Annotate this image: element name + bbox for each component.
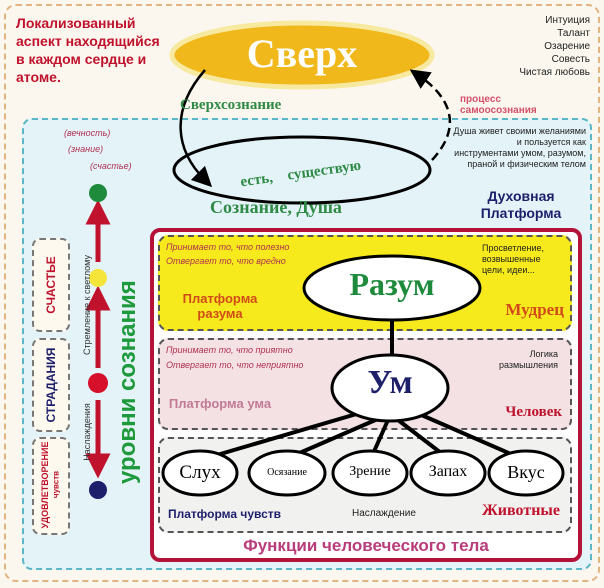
mind-sense-link (199, 408, 371, 462)
soul-note: Душа живет своими желаниями и пользуется… (453, 126, 586, 169)
quality: Озарение (544, 41, 590, 52)
senses-type: Животные (481, 502, 560, 519)
reason-accepts: Принимает то, что полезно (166, 242, 290, 252)
level-dot-green (89, 184, 107, 202)
level-suffering: СТРАДАНИЯ (44, 347, 58, 423)
level-dot-yellow (89, 269, 107, 287)
reason-label: Разум (349, 266, 435, 302)
quality: Талант (557, 28, 590, 39)
striving-label: Стремление к светлому (82, 255, 92, 355)
self-awareness-arrow (409, 69, 452, 161)
consciousness-soul-label: Сознание, Душа (210, 197, 342, 217)
descent-arrow (179, 69, 213, 188)
level-box-suffering (32, 338, 70, 432)
sense-sight: Зрение (349, 464, 391, 479)
quality: Совесть (551, 54, 590, 65)
sense-ellipse (331, 449, 409, 497)
reason-rejects: Отвергает то, что вредно (166, 256, 286, 266)
reason-note: Просветление, возвышенные цели, идеи... (482, 243, 545, 275)
sense-ellipse (161, 449, 239, 497)
level-happiness: СЧАСТЬЕ (44, 256, 58, 314)
sense-taste: Вкус (507, 462, 545, 482)
superconsciousness-label: Сверхсознание (180, 97, 282, 113)
spiritual-platform-label: Духовная Платформа (480, 188, 562, 221)
outer-frame (4, 4, 600, 582)
sverkh-ellipse (169, 20, 435, 90)
self-awareness-label: процесс самоосознания (460, 94, 537, 116)
sverkh-label: Сверх (246, 31, 358, 76)
mind-sense-link (396, 418, 447, 458)
senses-platform-label: Платформа чувств (168, 507, 282, 521)
level-box-happiness (32, 238, 70, 332)
quality: Чистая любовь (519, 67, 590, 78)
localized-aspect-note: Локализованный аспект находящийся в кажд… (16, 15, 160, 85)
sense-ellipse (487, 449, 565, 497)
mind-platform-label: Платформа ума (168, 396, 272, 411)
sense-ellipse (247, 449, 327, 497)
quality: Интуиция (545, 15, 590, 26)
mind-rejects: Отвергает то, что неприятно (166, 360, 304, 370)
qualities-list: Интуиция Талант Озарение Совесть Чистая … (470, 14, 590, 79)
pleasures-label: Наслаждения (82, 403, 92, 461)
mind-label: Ум (367, 364, 413, 401)
attribute-knowledge: (знание) (68, 144, 104, 154)
mind-sense-link (287, 416, 381, 460)
reason-ellipse (302, 254, 482, 322)
levels-title: уровни сознания (114, 280, 141, 484)
mind-ellipse (330, 353, 450, 423)
soul-ellipse (172, 135, 432, 205)
level-satisfaction-sub: чувств (51, 470, 61, 499)
sense-touch: Осязание (267, 467, 307, 478)
reason-platform-label: Платформа разума (182, 291, 258, 321)
attribute-eternity: (вечность) (64, 128, 111, 138)
level-box-satisfaction (32, 437, 70, 535)
sense-smell: Запах (428, 463, 468, 480)
body-functions-label: Функции человеческого тела (243, 536, 489, 555)
senses-note: Наслаждение (352, 508, 416, 519)
level-satisfaction: УДОВЛЕТВОРЕНИЕ (40, 441, 50, 529)
sense-hearing: Слух (179, 462, 221, 483)
sense-ellipse (409, 449, 487, 497)
level-dot-red (88, 373, 108, 393)
reason-type: Мудрец (505, 300, 564, 319)
mind-sense-link (409, 408, 521, 460)
mind-accepts: Принимает то, что приятно (166, 345, 293, 355)
level-dot-navy (89, 481, 107, 499)
mind-note: Логика размышления (498, 349, 558, 370)
attribute-happiness: (счастье) (90, 161, 132, 171)
mind-type: Человек (505, 404, 562, 420)
